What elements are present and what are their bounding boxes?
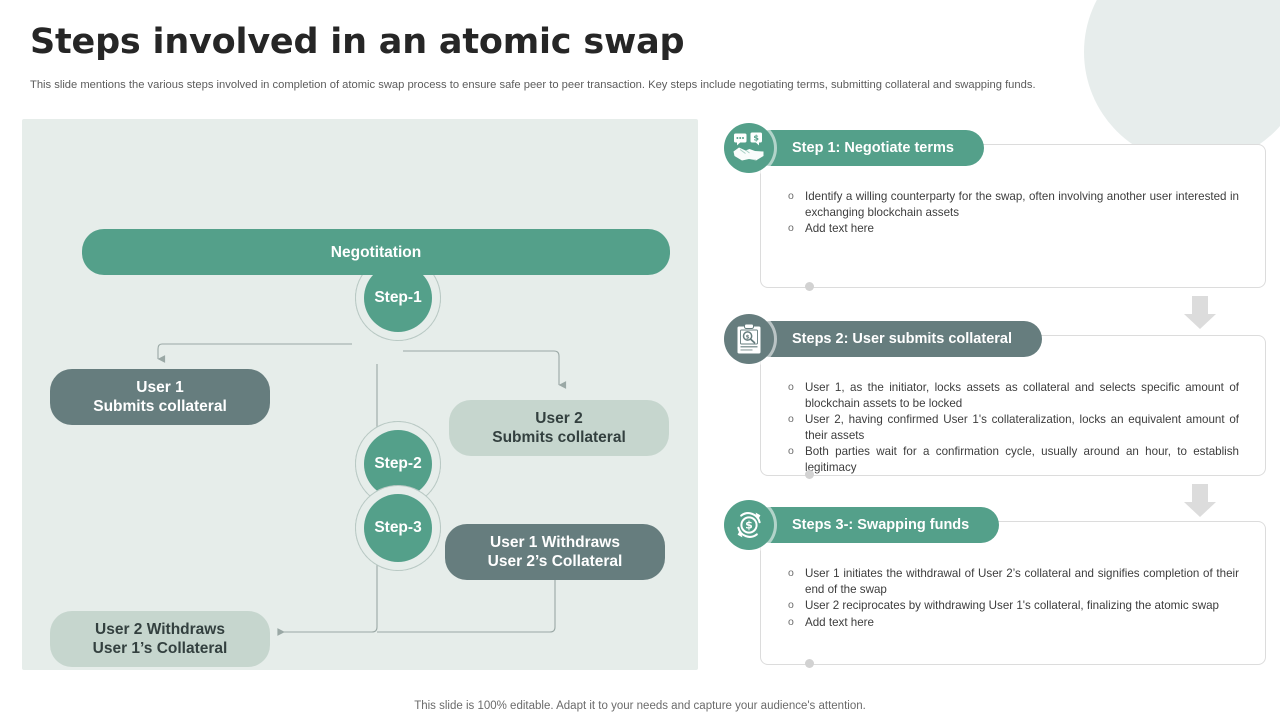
step-card-1-body: Identify a willing counterparty for the … <box>760 144 1266 291</box>
page-subtitle: This slide mentions the various steps in… <box>30 79 1036 91</box>
step-1-circle[interactable]: Step-1 <box>364 264 432 332</box>
user-2-withdraws-line-2: User 1’s Collateral <box>92 640 228 657</box>
step-card-1: Identify a willing counterparty for the … <box>712 123 1268 291</box>
svg-text:$: $ <box>745 519 753 532</box>
negotiation-node[interactable]: Negotitation <box>82 229 670 275</box>
user-2-withdraws-node[interactable]: User 2 Withdraws User 1’s Collateral <box>50 611 270 667</box>
step-card-2-bullets: User 1, as the initiator, locks assets a… <box>761 336 1265 492</box>
step-card-3: User 1 initiates the withdrawal of User … <box>712 500 1268 668</box>
swap-dollar-icon: $ <box>724 500 774 550</box>
step-card-1-dot <box>805 282 814 291</box>
step-card-2-dot <box>805 470 814 479</box>
step-card-1-header[interactable]: Step 1: Negotiate terms <box>752 130 984 166</box>
user-1-withdraws-node[interactable]: User 1 Withdraws User 2’s Collateral <box>445 524 665 580</box>
step-3-ring <box>355 485 441 571</box>
user-1-withdraws-line-1: User 1 Withdraws <box>490 534 620 551</box>
step-3-label: Step-3 <box>374 519 422 536</box>
list-item: Add text here <box>788 615 1239 631</box>
user-2-submits-line-1: User 2 <box>535 410 583 427</box>
list-item: Identify a willing counterparty for the … <box>788 189 1239 220</box>
step-2-label: Step-2 <box>374 455 422 472</box>
step-card-3-bullets: User 1 initiates the withdrawal of User … <box>761 522 1265 647</box>
page-title: Steps involved in an atomic swap <box>30 22 685 62</box>
step-card-3-dot <box>805 659 814 668</box>
svg-text:$: $ <box>753 133 759 142</box>
step-card-2: User 1, as the initiator, locks assets a… <box>712 314 1268 479</box>
step-connector-arrow-2 <box>1180 484 1220 518</box>
clipboard-magnifier-icon: $ <box>724 314 774 364</box>
atomic-swap-flow-diagram: Step-1 Negotitation Step-2 User 1 Submit… <box>22 119 698 670</box>
step-card-2-title: Steps 2: User submits collateral <box>792 331 1012 347</box>
list-item: User 1 initiates the withdrawal of User … <box>788 566 1239 597</box>
user-1-submits-collateral-node[interactable]: User 1 Submits collateral <box>50 369 270 425</box>
handshake-deal-icon: $ <box>724 123 774 173</box>
user-1-submits-line-2: Submits collateral <box>93 398 227 415</box>
step-card-1-bullets: Identify a willing counterparty for the … <box>761 145 1265 254</box>
step-1-label: Step-1 <box>374 289 422 306</box>
list-item: User 1, as the initiator, locks assets a… <box>788 380 1239 411</box>
user-2-withdraws-line-1: User 2 Withdraws <box>95 621 225 638</box>
step-connector-arrow-1 <box>1180 296 1220 330</box>
user-1-submits-line-1: User 1 <box>136 379 184 396</box>
step-card-3-header[interactable]: Steps 3-: Swapping funds <box>752 507 1000 543</box>
step-card-1-title: Step 1: Negotiate terms <box>792 140 954 156</box>
negotiation-label: Negotitation <box>330 243 422 261</box>
step-3-circle[interactable]: Step-3 <box>364 494 432 562</box>
step-card-3-title: Steps 3-: Swapping funds <box>792 517 970 533</box>
list-item: Add text here <box>788 221 1239 237</box>
step-card-3-body: User 1 initiates the withdrawal of User … <box>760 521 1266 668</box>
list-item: User 2, having confirmed User 1's collat… <box>788 412 1239 443</box>
list-item: Both parties wait for a confirmation cyc… <box>788 444 1239 475</box>
footer-note: This slide is 100% editable. Adapt it to… <box>414 700 866 712</box>
list-item: User 2 reciprocates by withdrawing User … <box>788 598 1239 614</box>
user-2-submits-line-2: Submits collateral <box>492 429 626 446</box>
steps-list: Identify a willing counterparty for the … <box>712 123 1268 691</box>
user-2-submits-collateral-node[interactable]: User 2 Submits collateral <box>449 400 669 456</box>
svg-text:$: $ <box>746 335 750 341</box>
user-1-withdraws-line-2: User 2’s Collateral <box>487 553 623 570</box>
step-card-2-header[interactable]: Steps 2: User submits collateral <box>752 321 1042 357</box>
step-card-2-body: User 1, as the initiator, locks assets a… <box>760 335 1266 479</box>
